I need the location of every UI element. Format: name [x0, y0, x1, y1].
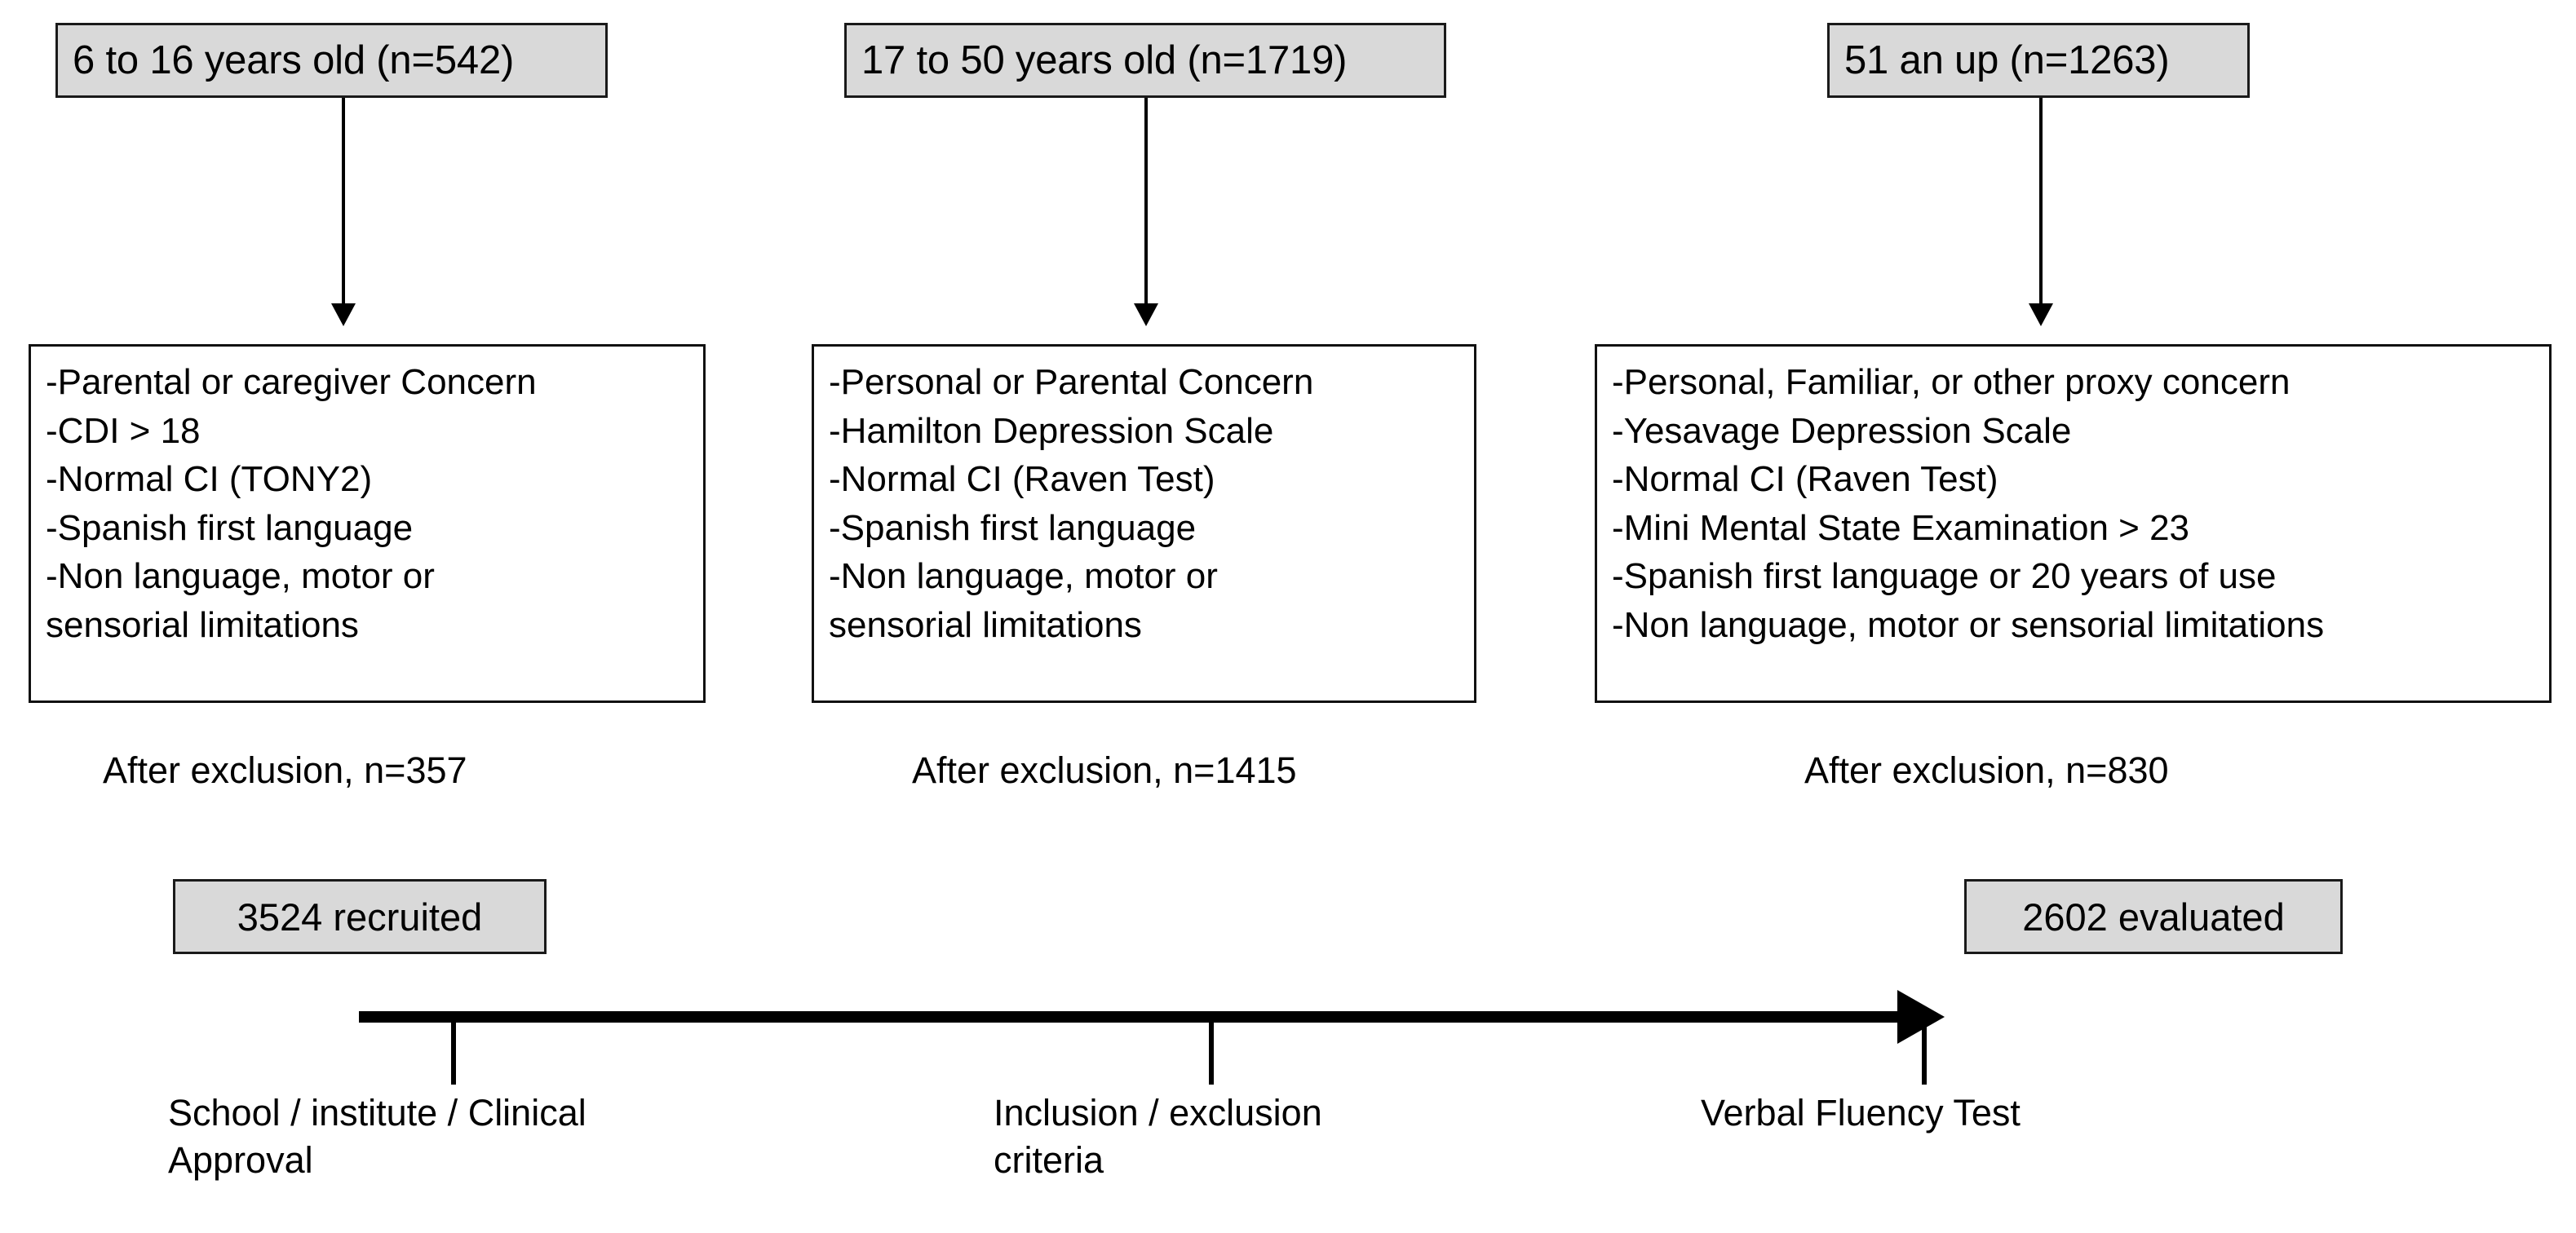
connector-arrow-line-2 [1144, 98, 1148, 307]
timeline-start-box: 3524 recruited [173, 879, 547, 954]
criteria-item: -Parental or caregiver Concern [46, 362, 537, 402]
after-exclusion-label-1: After exclusion, n=357 [103, 749, 467, 791]
connector-arrow-head-3 [2029, 303, 2053, 326]
connector-arrow-3 [2029, 98, 2053, 328]
criteria-item: -Non language, motor or sensorial limita… [46, 556, 435, 646]
timeline-end-label: 2602 evaluated [2022, 895, 2285, 939]
timeline-arrow-head [1897, 990, 1945, 1044]
criteria-item: -Spanish first language or 20 years of u… [1612, 556, 2277, 597]
criteria-item: -Spanish first language [829, 507, 1197, 548]
timeline-tick-3 [1922, 1021, 1927, 1085]
connector-arrow-head-2 [1134, 303, 1158, 326]
group-header-box-3: 51 an up (n=1263) [1827, 23, 2250, 98]
timeline-milestone-label-3: Verbal Fluency Test [1701, 1092, 2021, 1134]
criteria-item: -Mini Mental State Examination > 23 [1612, 507, 2190, 548]
timeline-milestone-label-2: Inclusion / exclusion criteria [994, 1092, 1322, 1181]
criteria-item: -Normal CI (Raven Test) [829, 459, 1215, 500]
criteria-item: -Hamilton Depression Scale [829, 410, 1274, 451]
connector-arrow-1 [331, 98, 356, 328]
timeline-axis-line [359, 1011, 1901, 1023]
connector-arrow-head-1 [331, 303, 356, 326]
after-exclusion-label-2: After exclusion, n=1415 [912, 749, 1297, 791]
criteria-item: -Non language, motor or sensorial limita… [829, 556, 1218, 646]
timeline-end-box: 2602 evaluated [1964, 879, 2343, 954]
criteria-item: -Normal CI (TONY2) [46, 459, 373, 500]
group-header-label-3: 51 an up (n=1263) [1844, 38, 2170, 82]
criteria-item: -Personal or Parental Concern [829, 362, 1314, 402]
criteria-item: -Normal CI (Raven Test) [1612, 459, 1998, 500]
connector-arrow-2 [1134, 98, 1158, 328]
group-header-label-1: 6 to 16 years old (n=542) [73, 38, 515, 82]
criteria-item: -Personal, Familiar, or other proxy conc… [1612, 362, 2291, 402]
criteria-item: -Non language, motor or sensorial limita… [1612, 605, 2325, 646]
timeline-start-label: 3524 recruited [237, 895, 483, 939]
group-header-box-1: 6 to 16 years old (n=542) [55, 23, 608, 98]
criteria-box-2: -Personal or Parental Concern -Hamilton … [812, 344, 1476, 703]
timeline-milestone-label-1: School / institute / Clinical Approval [168, 1092, 586, 1181]
connector-arrow-line-3 [2039, 98, 2043, 307]
timeline-tick-2 [1209, 1021, 1214, 1085]
timeline-tick-1 [451, 1021, 456, 1085]
group-header-box-2: 17 to 50 years old (n=1719) [844, 23, 1446, 98]
criteria-box-1: -Parental or caregiver Concern -CDI > 18… [29, 344, 706, 703]
criteria-item: -Yesavage Depression Scale [1612, 410, 2072, 451]
criteria-item: -CDI > 18 [46, 410, 201, 451]
connector-arrow-line-1 [342, 98, 345, 307]
group-header-label-2: 17 to 50 years old (n=1719) [861, 38, 1348, 82]
after-exclusion-label-3: After exclusion, n=830 [1804, 749, 2169, 791]
criteria-item: -Spanish first language [46, 507, 414, 548]
criteria-box-3: -Personal, Familiar, or other proxy conc… [1595, 344, 2552, 703]
